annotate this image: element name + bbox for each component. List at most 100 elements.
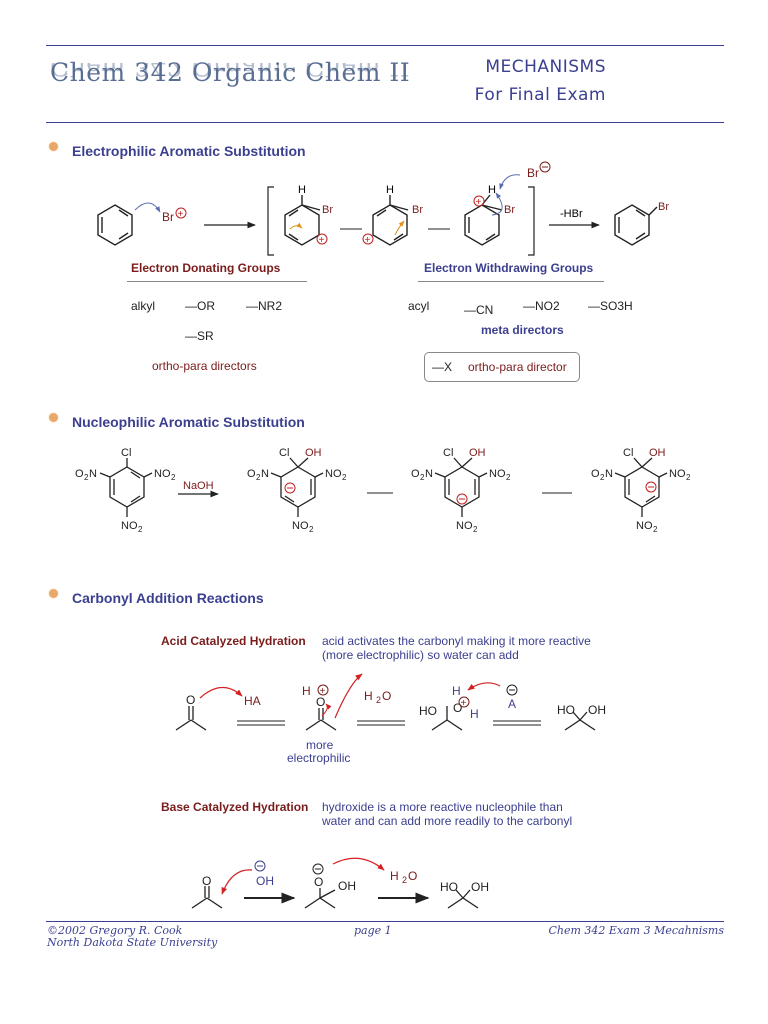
svg-text:O: O	[411, 468, 420, 480]
svg-text:NO: NO	[325, 468, 342, 480]
svg-text:2: 2	[473, 525, 478, 534]
svg-text:+: +	[178, 209, 184, 220]
svg-text:O: O	[202, 874, 211, 888]
acid-heading: Acid Catalyzed Hydration	[161, 634, 306, 648]
svg-text:H: H	[302, 684, 311, 698]
withdrawing-groups-heading: Electron Withdrawing Groups	[424, 261, 594, 275]
halogen-x: —X	[432, 360, 453, 374]
footer-university: North Dakota State University	[47, 936, 218, 949]
donating-or: —OR	[185, 299, 215, 313]
eas-mechanism-scheme: Br + HBr + HBr + HBr + Br -HBr Br	[97, 161, 669, 256]
svg-text:2: 2	[600, 473, 605, 482]
svg-text:Cl: Cl	[279, 447, 289, 459]
svg-text:O: O	[186, 693, 195, 707]
course-title-reflection: Chem 342 Organic Chem II	[50, 63, 411, 81]
donating-alkyl: alkyl	[131, 299, 156, 313]
minus-hbr-label: -HBr	[560, 208, 583, 220]
svg-text:+: +	[320, 686, 326, 697]
svg-text:2: 2	[506, 473, 511, 482]
svg-text:Cl: Cl	[623, 447, 633, 459]
svg-text:2: 2	[309, 525, 314, 534]
svg-text:N: N	[425, 468, 433, 480]
svg-text:OH: OH	[649, 447, 666, 459]
section-title-eas: Electrophilic Aromatic Substitution	[72, 143, 306, 159]
svg-text:H: H	[298, 184, 306, 196]
svg-text:2: 2	[256, 473, 261, 482]
doc-title-line2: For Final Exam	[474, 85, 606, 105]
benzene-ring	[97, 204, 133, 246]
svg-text:HO: HO	[557, 703, 575, 717]
svg-text:NO: NO	[121, 520, 138, 532]
svg-text:H: H	[488, 184, 496, 196]
acid-electrophilic-label: electrophilic	[287, 751, 350, 765]
svg-text:O: O	[382, 689, 391, 703]
donating-sr: —SR	[185, 329, 214, 343]
svg-text:H: H	[364, 689, 373, 703]
section-bullet-icon	[49, 142, 58, 151]
svg-text:NO: NO	[456, 520, 473, 532]
withdrawing-note: meta directors	[481, 323, 564, 337]
svg-text:H: H	[390, 869, 399, 883]
svg-text:N: N	[89, 468, 97, 480]
withdrawing-no2: —NO2	[523, 299, 560, 313]
svg-text:H: H	[386, 184, 394, 196]
footer-doc-ref: Chem 342 Exam 3 Mecahnisms	[548, 924, 724, 937]
svg-text:2: 2	[376, 695, 381, 705]
acid-description: acid activates the carbonyl making it mo…	[322, 634, 591, 662]
svg-text:Br: Br	[658, 201, 669, 213]
svg-text:2: 2	[84, 473, 89, 482]
svg-text:Br: Br	[322, 204, 333, 216]
base-heading: Base Catalyzed Hydration	[161, 800, 309, 814]
course-title: Chem 342 Organic Chem II	[50, 58, 411, 87]
withdrawing-so3h: —SO3H	[588, 299, 633, 313]
svg-text:OH: OH	[338, 879, 356, 893]
header-top-rule	[46, 45, 724, 46]
footer-rule	[46, 921, 724, 922]
svg-text:Cl: Cl	[443, 447, 453, 459]
svg-text:O: O	[408, 869, 417, 883]
svg-text:HO: HO	[419, 704, 437, 718]
svg-text:+: +	[461, 698, 467, 709]
acid-more-label: more	[306, 738, 334, 752]
section-title-nas: Nucleophilic Aromatic Substitution	[72, 414, 305, 430]
donating-groups-heading: Electron Donating Groups	[131, 261, 281, 275]
svg-text:HO: HO	[440, 880, 458, 894]
svg-text:2: 2	[342, 473, 347, 482]
base-description: hydroxide is a more reactive nucleophile…	[322, 800, 572, 828]
svg-text:Br: Br	[412, 204, 423, 216]
base-desc-line1: hydroxide is a more reactive nucleophile…	[322, 800, 563, 814]
svg-text:H: H	[452, 684, 461, 698]
naoh-label: NaOH	[183, 480, 214, 492]
svg-text:O: O	[453, 701, 462, 715]
svg-text:O: O	[591, 468, 600, 480]
donating-underline	[127, 281, 307, 282]
svg-text:OH: OH	[588, 703, 606, 717]
halogen-box	[424, 352, 580, 382]
svg-text:OH: OH	[469, 447, 486, 459]
acid-desc-line1: acid activates the carbonyl making it mo…	[322, 634, 591, 648]
svg-text:HA: HA	[244, 694, 261, 708]
header-bottom-rule	[46, 122, 724, 123]
svg-text:+: +	[365, 235, 371, 246]
svg-text:A: A	[508, 697, 516, 711]
svg-text:2: 2	[402, 875, 407, 885]
withdrawing-cn: —CN	[464, 303, 494, 317]
svg-text:2: 2	[138, 525, 143, 534]
svg-text:O: O	[247, 468, 256, 480]
footer-page: page 1	[354, 924, 392, 937]
svg-text:+: +	[476, 197, 482, 208]
base-desc-line2: water and can add more readily to the ca…	[322, 814, 573, 828]
svg-text:Br: Br	[504, 204, 515, 216]
svg-text:NO: NO	[489, 468, 506, 480]
donating-note: ortho-para directors	[152, 359, 257, 373]
svg-text:+: +	[319, 235, 325, 246]
footer-copyright: ©2002 Gregory R. Cook	[47, 924, 183, 937]
donating-nr2: —NR2	[246, 299, 283, 313]
svg-text:OH: OH	[471, 880, 489, 894]
svg-text:2: 2	[420, 473, 425, 482]
svg-text:2: 2	[653, 525, 658, 534]
svg-text:H: H	[470, 707, 479, 721]
